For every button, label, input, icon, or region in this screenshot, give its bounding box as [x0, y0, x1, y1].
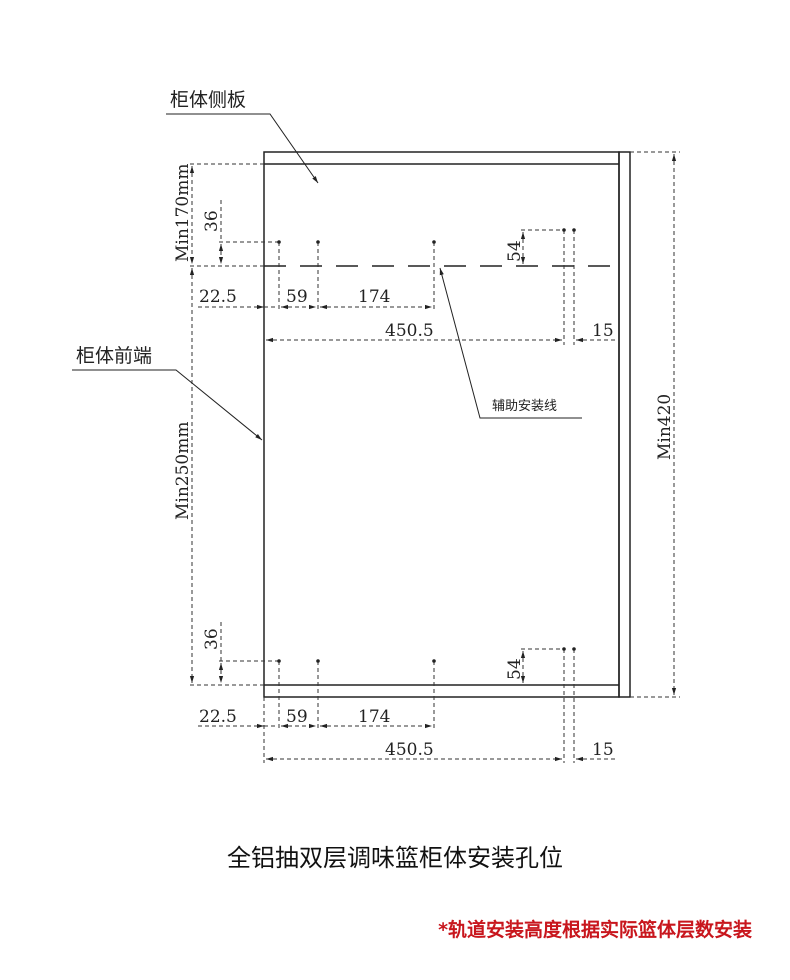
cabinet-panel — [263, 151, 631, 698]
aux-line-leader — [439, 267, 582, 419]
dim-36-top: 36 — [202, 210, 222, 232]
installation-note: *轨道安装高度根据实际篮体层数安装 — [438, 919, 752, 941]
label-aux-line: 辅助安装线 — [492, 399, 557, 414]
dim-22-5-top: 22.5 — [199, 287, 237, 307]
dim-174-top: 174 — [358, 287, 390, 307]
dim-22-5-bottom: 22.5 — [199, 707, 237, 727]
dim-15-bottom: 15 — [592, 740, 614, 760]
dim-450-5-top: 450.5 — [385, 321, 434, 341]
dim-36-bottom: 36 — [202, 628, 222, 650]
side-panel-leader — [166, 113, 319, 184]
dim-59-top: 59 — [286, 287, 308, 307]
dim-min420: Min420 — [655, 394, 675, 460]
label-front-end: 柜体前端 — [76, 345, 152, 367]
front-end-leader — [72, 369, 263, 441]
bottom-holes — [198, 622, 616, 763]
dim-450-5-bottom: 450.5 — [385, 740, 434, 760]
dim-59-bottom: 59 — [286, 707, 308, 727]
top-holes — [198, 200, 616, 345]
dim-15-top: 15 — [592, 321, 614, 341]
dim-54-top: 54 — [505, 240, 525, 262]
dim-174-bottom: 174 — [358, 707, 390, 727]
dim-min250: Min250mm — [173, 422, 193, 520]
label-side-panel: 柜体侧板 — [170, 89, 246, 111]
outer-dimensions — [189, 151, 680, 698]
dim-54-bottom: 54 — [505, 658, 525, 680]
diagram-title: 全铝抽双层调味篮柜体安装孔位 — [227, 844, 563, 872]
dim-min170: Min170mm — [173, 164, 193, 262]
